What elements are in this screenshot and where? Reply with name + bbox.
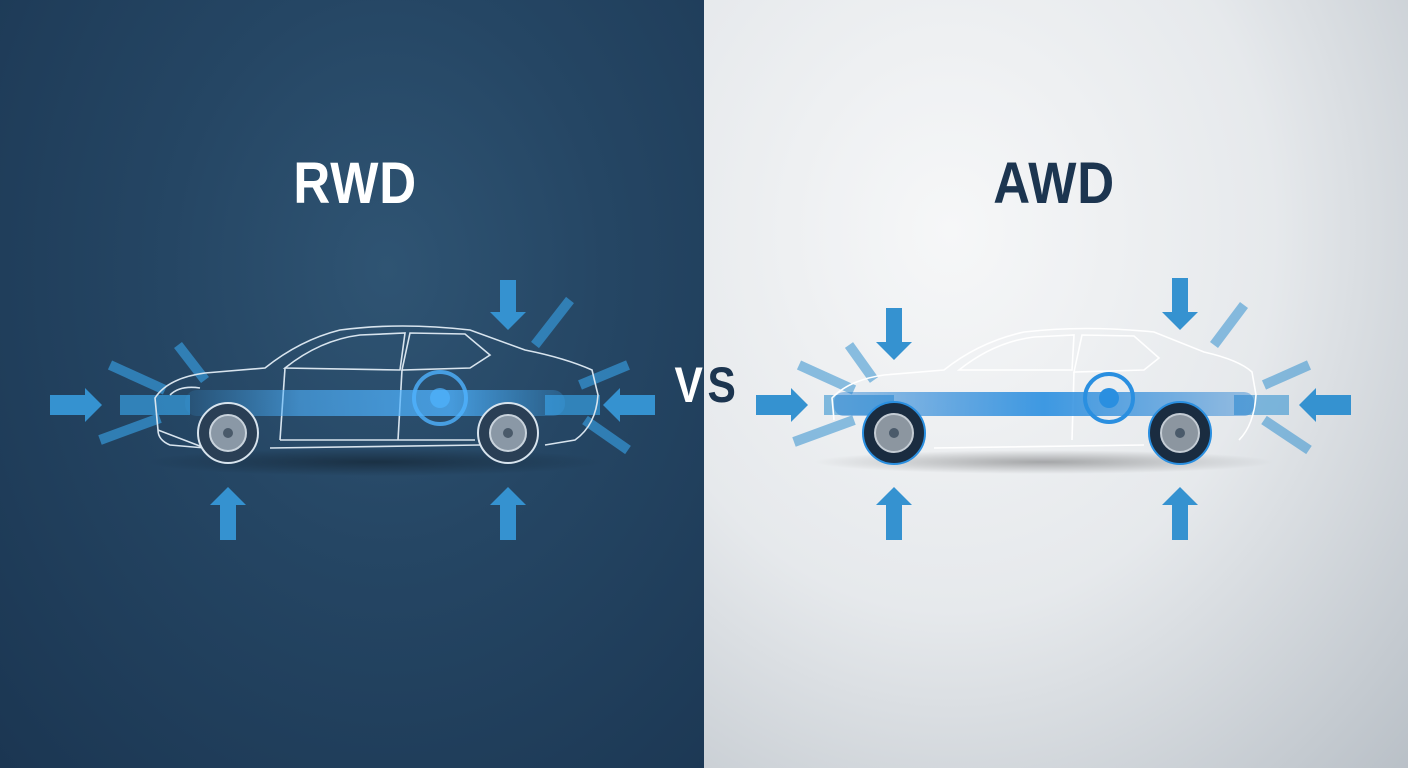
force-arrow-icon xyxy=(756,278,1351,540)
drivetrain-icon xyxy=(185,390,565,416)
wheel-icon xyxy=(197,402,539,464)
rwd-car-illustration xyxy=(50,280,655,540)
car-outline-icon xyxy=(831,327,1257,449)
wheel-icon xyxy=(862,401,1212,465)
rwd-title: RWD xyxy=(293,151,418,216)
awd-car-illustration xyxy=(756,278,1351,540)
drivetrain-icon xyxy=(834,392,1254,416)
vs-letter-v: V xyxy=(674,357,703,413)
vs-letter-s: S xyxy=(707,357,737,413)
awd-title: AWD xyxy=(993,151,1116,216)
car-outline-icon xyxy=(154,325,599,449)
awd-panel xyxy=(704,0,1408,768)
